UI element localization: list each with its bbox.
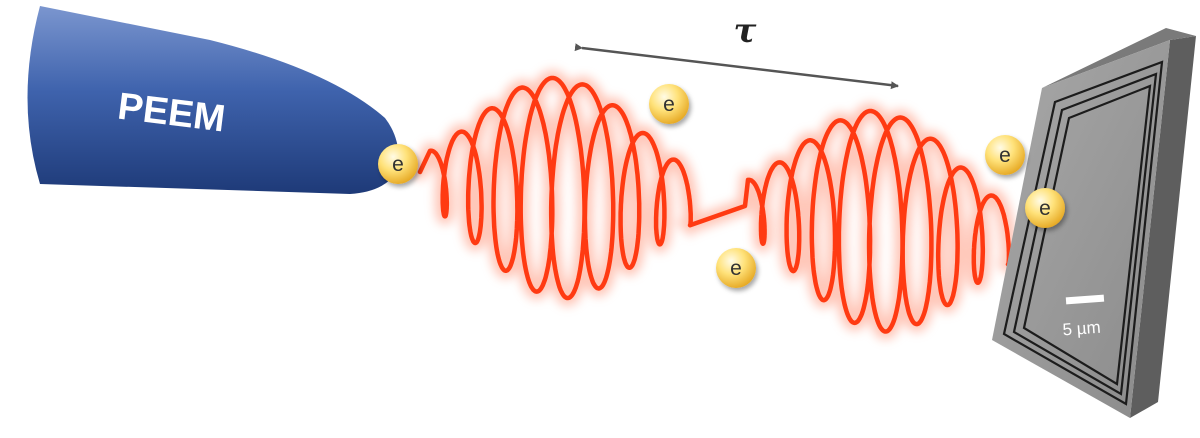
scale-bar — [1065, 294, 1105, 305]
sample-side — [1130, 36, 1196, 418]
electron-label: e — [999, 144, 1011, 167]
electron-3: e — [716, 248, 756, 288]
delay-arrow — [574, 43, 899, 90]
delay-indicator: τ — [574, 11, 899, 90]
electron-icon — [716, 248, 756, 288]
electron-label: e — [663, 93, 675, 116]
pulse-glow — [412, 70, 1018, 340]
pulse-waveform — [417, 75, 1013, 334]
sample-top — [1042, 28, 1196, 88]
electron-label: e — [730, 257, 742, 280]
delay-tau-label: τ — [734, 11, 757, 51]
electron-icon — [378, 144, 418, 184]
electron-label: e — [1039, 197, 1051, 220]
scale-bar-label: 5 µm — [1062, 318, 1101, 340]
electron-icon — [985, 135, 1025, 175]
peem-objective: PEEM — [27, 6, 399, 194]
electron-5: e — [1025, 188, 1065, 228]
peem-body — [27, 6, 399, 194]
sample-chip: 5 µm — [992, 28, 1196, 418]
electron-4: e — [985, 135, 1025, 175]
electron-1: e — [378, 144, 418, 184]
electron-2: e — [649, 84, 689, 124]
sample-face — [992, 40, 1170, 418]
electron-icon — [649, 84, 689, 124]
electron-icon — [1025, 188, 1065, 228]
electron-label: e — [392, 153, 404, 176]
laser-pulse-pair — [412, 70, 1046, 340]
sample-pattern-lines — [1002, 60, 1164, 406]
